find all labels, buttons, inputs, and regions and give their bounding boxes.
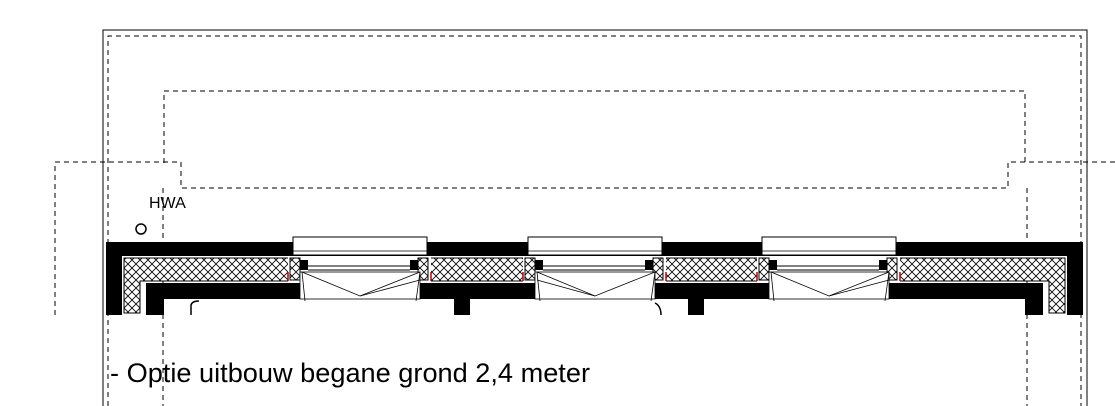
drawing-caption: - Optie uitbouw begane grond 2,4 meter	[110, 358, 590, 388]
hwa-label: HWA	[149, 195, 186, 212]
window-1	[287, 236, 432, 302]
drain-pipe-icon	[135, 223, 147, 235]
upper-floor-dashed-outline	[163, 90, 1026, 163]
window-2	[522, 236, 667, 302]
wall-pier-right	[688, 299, 704, 315]
door-swing-mark-right	[654, 302, 662, 316]
wall-pier-left	[454, 299, 470, 315]
plot-boundary-line	[102, 29, 1088, 406]
outer-dashed-boundary	[107, 35, 1082, 406]
outer-wall-leaf	[106, 242, 1083, 315]
window-3	[756, 236, 901, 302]
door-swing-mark-left	[190, 300, 200, 315]
extension-dashed-outline	[54, 161, 1115, 315]
